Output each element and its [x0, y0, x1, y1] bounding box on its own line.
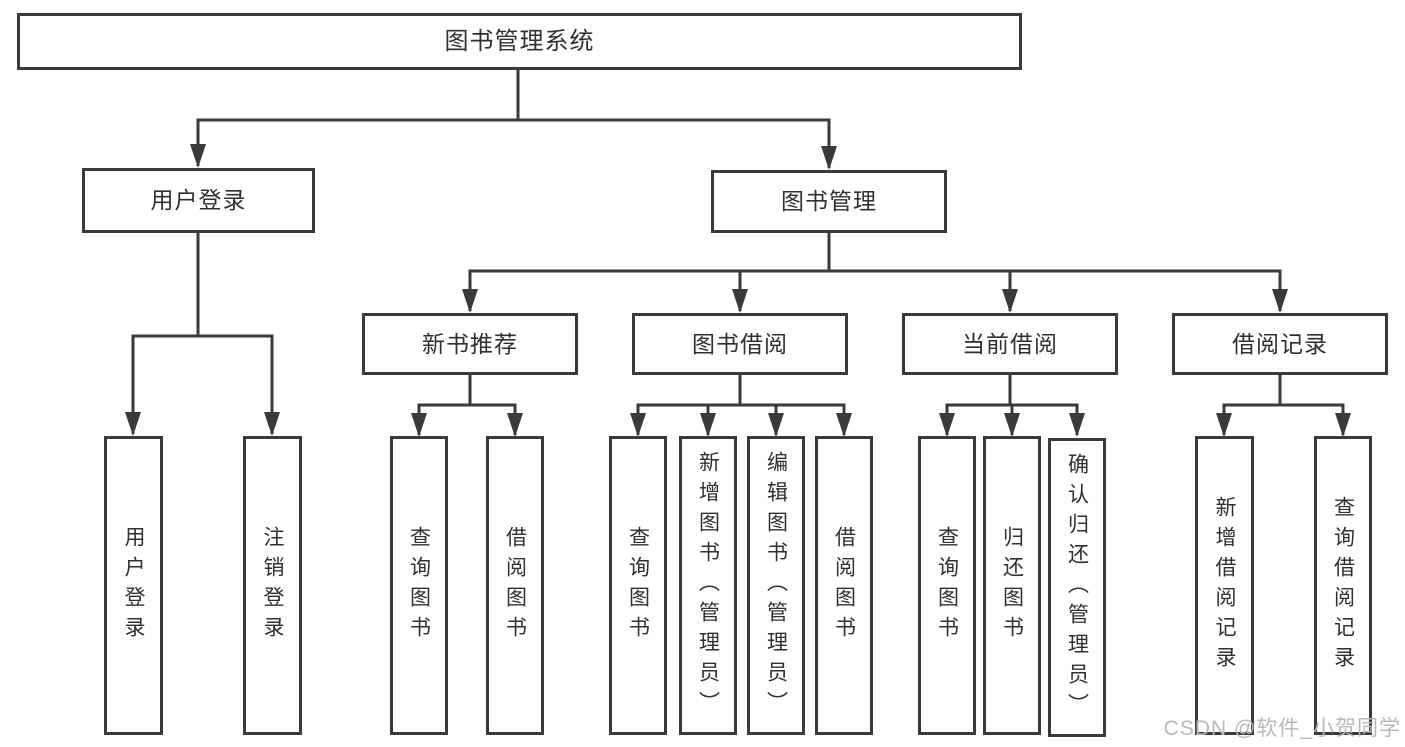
- arrowhead: [1069, 413, 1085, 437]
- arrowhead: [125, 412, 141, 436]
- node-cb-confirm-return-admin: 确认归还（管理员）: [1048, 438, 1106, 737]
- arrowhead: [1272, 289, 1288, 313]
- node-nb-query-books: 查询图书: [390, 436, 448, 735]
- node-user-login: 用户登录: [82, 168, 315, 233]
- node-label: 查询图书: [935, 525, 959, 646]
- node-current-borrowing: 当前借阅: [902, 313, 1118, 375]
- node-borrowing-records: 借阅记录: [1172, 313, 1388, 375]
- arrowhead: [462, 289, 478, 313]
- node-label: 查询借阅记录: [1331, 495, 1355, 676]
- arrowhead: [630, 413, 646, 437]
- node-bb-edit-books-admin: 编辑图书（管理员）: [747, 436, 805, 735]
- node-label: 当前借阅: [962, 330, 1058, 357]
- node-br-query-record: 查询借阅记录: [1314, 436, 1372, 735]
- arrowhead: [1004, 413, 1020, 437]
- node-label: 借阅图书: [832, 525, 856, 646]
- node-label: 图书管理系统: [444, 27, 595, 55]
- node-label: 查询图书: [626, 525, 650, 646]
- node-label: 新增借阅记录: [1213, 495, 1236, 676]
- node-nb-borrow-books: 借阅图书: [486, 436, 544, 735]
- node-label: 用户登录: [122, 525, 145, 646]
- node-label: 查询图书: [407, 525, 431, 646]
- node-label: 注销登录: [261, 525, 284, 646]
- edge-new-book-fork: [417, 403, 517, 435]
- node-label: 编辑图书（管理员）: [764, 450, 788, 721]
- arrowhead: [732, 289, 748, 313]
- arrowhead: [190, 144, 206, 168]
- node-label: 新书推荐: [422, 330, 518, 357]
- node-logout-action: 注销登录: [243, 436, 302, 735]
- arrowhead: [1335, 413, 1351, 437]
- node-label: 图书借阅: [692, 330, 788, 357]
- node-bb-query-books: 查询图书: [609, 436, 667, 735]
- node-br-add-record: 新增借阅记录: [1195, 436, 1254, 735]
- arrowhead: [264, 412, 280, 436]
- arrowhead: [821, 146, 837, 170]
- edge-level1-fork: [196, 118, 831, 168]
- arrowhead: [411, 413, 427, 437]
- node-cb-query-books: 查询图书: [918, 436, 976, 735]
- arrowhead: [1216, 413, 1232, 437]
- arrowhead: [836, 413, 852, 437]
- node-bb-add-books-admin: 新增图书（管理员）: [679, 436, 737, 735]
- edge-book-mgmt-fork: [468, 269, 1282, 311]
- node-new-book-recommendation: 新书推荐: [362, 313, 578, 375]
- node-label: 新增图书（管理员）: [696, 450, 720, 721]
- arrowhead: [939, 413, 955, 437]
- node-book-management: 图书管理: [711, 170, 947, 233]
- node-library-system: 图书管理系统: [17, 13, 1022, 70]
- edge-borrow-records-fork: [1222, 403, 1345, 435]
- node-label: 借阅图书: [503, 525, 527, 646]
- arrowhead: [1002, 289, 1018, 313]
- node-bb-borrow-books: 借阅图书: [815, 436, 873, 735]
- arrowhead: [768, 413, 784, 437]
- node-book-borrowing: 图书借阅: [632, 313, 848, 375]
- node-user-login-action: 用户登录: [104, 436, 163, 735]
- node-label: 归还图书: [1000, 525, 1024, 646]
- node-label: 确认归还（管理员）: [1065, 452, 1089, 723]
- edge-book-borrow-fork: [636, 403, 846, 435]
- arrowhead: [700, 413, 716, 437]
- node-label: 图书管理: [781, 188, 877, 214]
- arrowhead: [507, 413, 523, 437]
- edge-user-login-fork: [131, 334, 274, 434]
- node-label: 用户登录: [150, 187, 247, 213]
- node-label: 借阅记录: [1232, 330, 1328, 357]
- node-cb-return-books: 归还图书: [983, 436, 1041, 735]
